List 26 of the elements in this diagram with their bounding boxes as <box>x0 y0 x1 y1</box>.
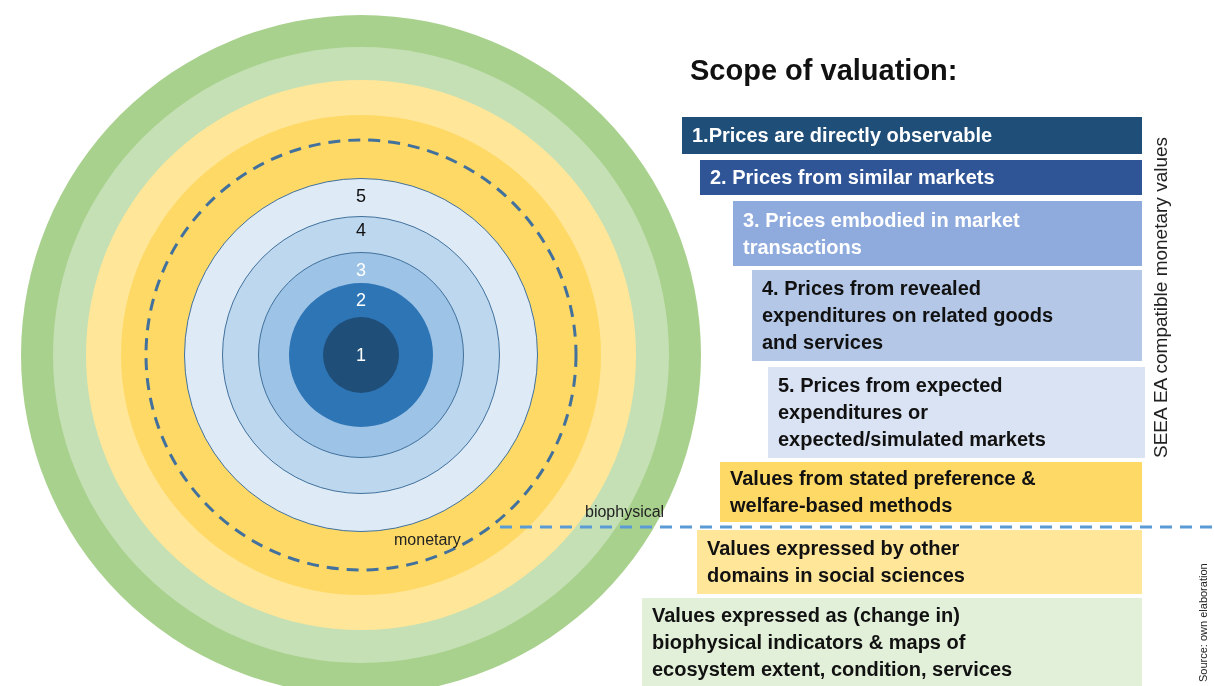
ring-number: 2 <box>356 289 366 311</box>
category-text: 5. Prices from expected expenditures or expected/simulated markets <box>778 373 1047 452</box>
category-box <box>700 160 1142 195</box>
title: Scope of valuation: <box>690 54 958 87</box>
category-text: 4. Prices from revealed expenditures on related goods and services <box>762 276 1055 355</box>
ring-number: 5 <box>356 185 366 207</box>
category-box <box>752 270 1142 361</box>
category-box <box>697 530 1142 594</box>
side-label: SEEA EA compatible monetary values <box>1150 136 1172 458</box>
category-text: Values from stated preference & welfare-based methods <box>730 466 1037 518</box>
category-text: Values expressed by other domains in social sciences <box>707 536 966 588</box>
category-box <box>682 117 1142 154</box>
ring-number: 1 <box>356 344 366 366</box>
category-box <box>642 598 1142 686</box>
source-note: Source: own elaboration <box>1197 563 1209 682</box>
boundary-label: biophysical <box>585 503 665 521</box>
boundary-label: monetary <box>394 531 461 549</box>
category-text: 3. Prices embodied in market transactions <box>743 207 1021 260</box>
category-text: 2. Prices from similar markets <box>710 165 995 190</box>
category-box <box>720 462 1142 522</box>
ring-number: 4 <box>356 219 366 241</box>
category-text: Values expressed as (change in) biophysical indicators & maps of ecosystem extent, condition, services <box>652 602 1014 682</box>
category-text: 1.Prices are directly observable <box>692 123 993 148</box>
category-box <box>768 367 1145 458</box>
ring-number: 3 <box>356 259 366 281</box>
category-box <box>733 201 1142 266</box>
